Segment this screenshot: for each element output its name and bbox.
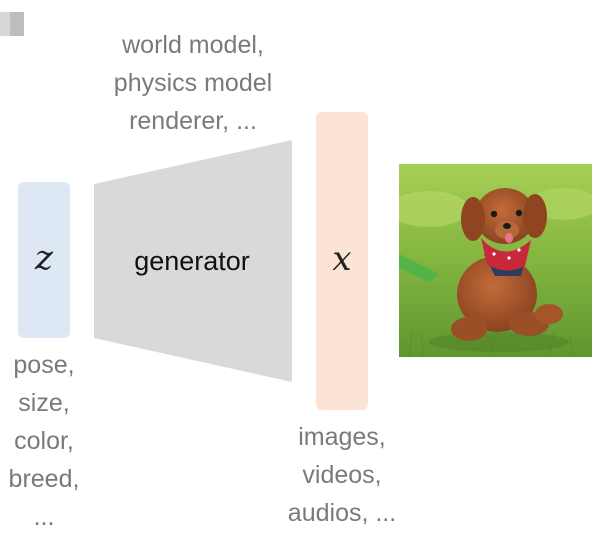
latent-factors-caption: pose, size, color, breed, ... [8,351,80,531]
corner-mark [0,12,24,36]
generator-label: generator [134,246,250,276]
latent-variable-box: z [18,182,70,338]
latent-symbol: z [35,238,53,278]
puppy-photo [399,164,592,357]
generator-trapezoid [94,140,292,382]
output-modalities-caption: images, videos, audios, ... [287,423,397,527]
output-variable-box: x [316,112,368,410]
output-symbol: x [332,239,352,279]
conditions-caption: world model, physics model renderer, ... [113,31,273,135]
